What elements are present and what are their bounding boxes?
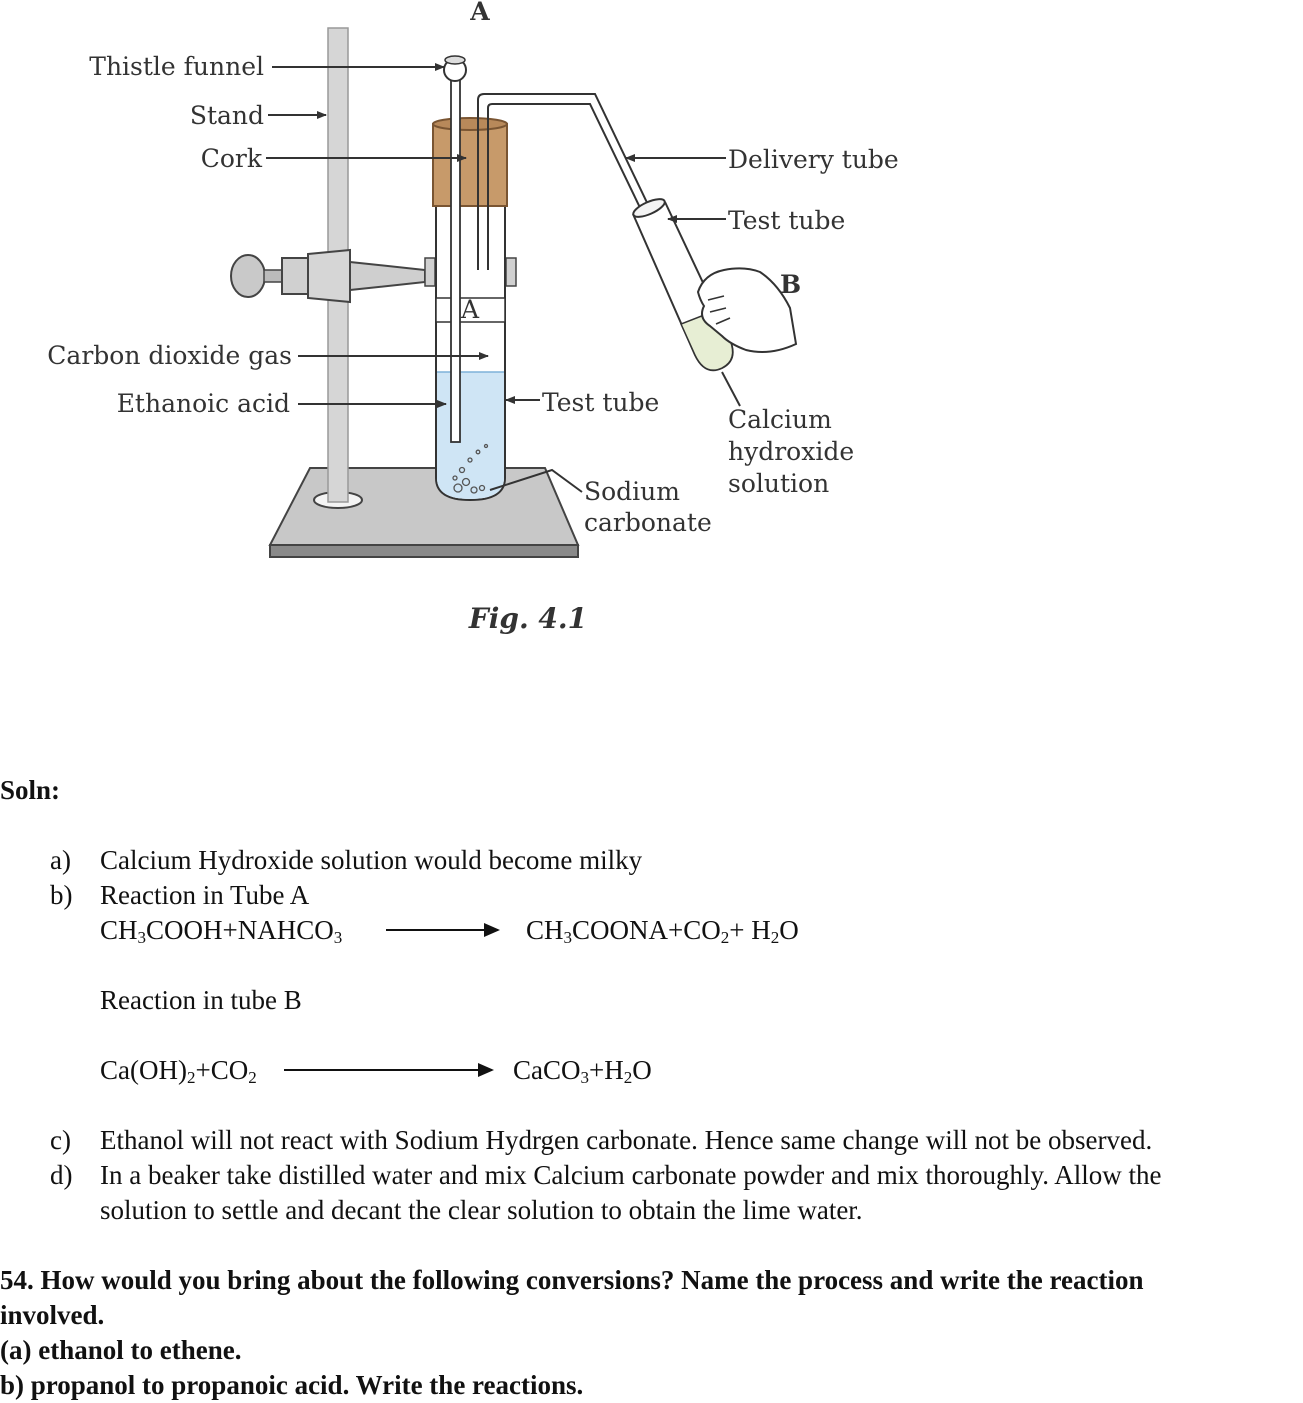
test-tube-a: A bbox=[435, 205, 506, 502]
item-a-marker: a) bbox=[50, 845, 71, 875]
equation-tube-b-products: CaCO3+H2O bbox=[513, 1055, 652, 1087]
item-d-text-1: In a beaker take distilled water and mix… bbox=[100, 1160, 1162, 1190]
apparatus-figure: A A Thistle funnel Stand Cork Carbon dio… bbox=[47, 0, 899, 635]
equation-tube-b-reactants: Ca(OH)2+CO2 bbox=[100, 1055, 257, 1087]
figure-caption: Fig. 4.1 bbox=[468, 602, 587, 635]
question-54-part-a: (a) ethanol to ethene. bbox=[0, 1335, 242, 1365]
item-d-text-2: solution to settle and decant the clear … bbox=[100, 1195, 863, 1225]
label-test-tube-b: Test tube bbox=[728, 206, 845, 235]
label-solution: solution bbox=[728, 469, 829, 498]
label-ethanoic-acid: Ethanoic acid bbox=[117, 389, 290, 418]
label-b: B bbox=[780, 270, 801, 299]
question-54-line-2: involved. bbox=[0, 1300, 105, 1330]
equation-tube-a-products: CH3COONA+CO2+ H2O bbox=[526, 915, 799, 947]
label-sodium: Sodium bbox=[584, 477, 680, 506]
label-co2-gas: Carbon dioxide gas bbox=[47, 341, 292, 370]
clamp bbox=[230, 248, 517, 304]
label-hydroxide: hydroxide bbox=[728, 437, 854, 466]
label-stand: Stand bbox=[190, 101, 264, 130]
label-thistle-funnel: Thistle funnel bbox=[89, 52, 264, 81]
label-carbonate: carbonate bbox=[584, 508, 712, 537]
label-test-tube-a: Test tube bbox=[542, 388, 659, 417]
item-d-marker: d) bbox=[50, 1160, 73, 1190]
equation-tube-a-reactants: CH3COOH+NAHCO3 bbox=[100, 915, 343, 947]
label-calcium: Calcium bbox=[728, 405, 832, 434]
item-c-text: Ethanol will not react with Sodium Hydrg… bbox=[100, 1125, 1153, 1155]
item-c-marker: c) bbox=[50, 1125, 71, 1155]
delivery-tube bbox=[477, 93, 709, 333]
thistle-funnel bbox=[443, 55, 467, 443]
label-inner-a: A bbox=[460, 295, 480, 324]
item-b-marker: b) bbox=[50, 880, 73, 910]
item-b-text: Reaction in Tube A bbox=[100, 880, 310, 910]
label-top-a: A bbox=[469, 0, 490, 26]
soln-heading: Soln: bbox=[0, 775, 61, 805]
reaction-arrow-1 bbox=[386, 923, 500, 937]
stand-base bbox=[268, 467, 580, 558]
question-54-line-1: 54. How would you bring about the follow… bbox=[0, 1265, 1144, 1295]
item-a-text: Calcium Hydroxide solution would become … bbox=[100, 845, 643, 875]
label-cork: Cork bbox=[201, 144, 263, 173]
hand-icon bbox=[696, 267, 798, 353]
cork bbox=[432, 123, 508, 207]
question-54-part-b: b) propanol to propanoic acid. Write the… bbox=[0, 1370, 584, 1400]
reaction-arrow-2 bbox=[284, 1063, 494, 1077]
label-delivery-tube: Delivery tube bbox=[728, 145, 899, 174]
item-b-text-2: Reaction in tube B bbox=[100, 985, 302, 1015]
